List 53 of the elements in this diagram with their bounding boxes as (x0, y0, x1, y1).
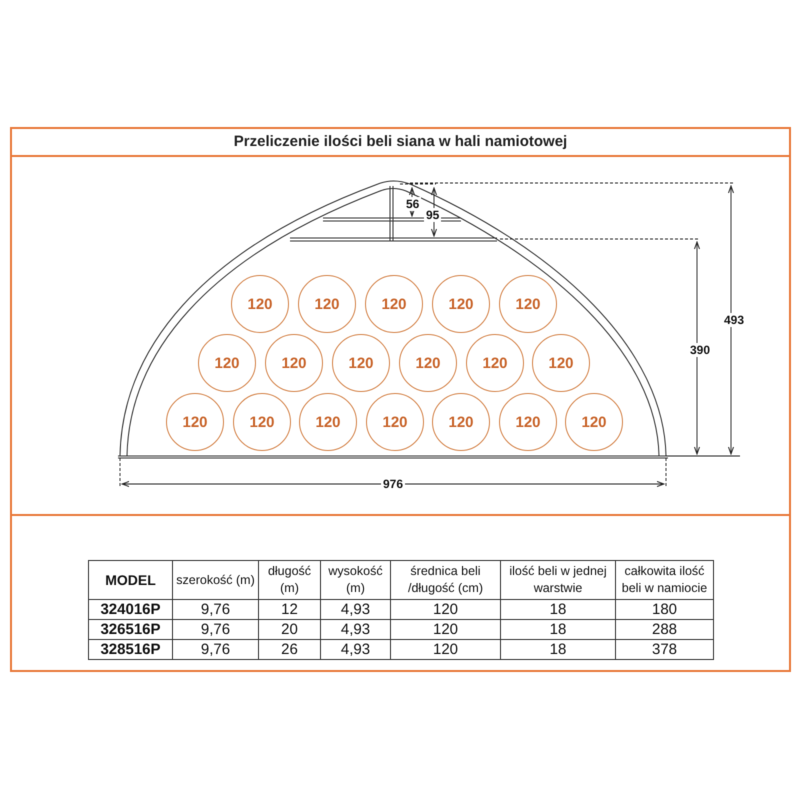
table-cell: 324016P (88, 600, 172, 620)
table-cell: 180 (616, 600, 714, 620)
table-header-cell: szerokość (m) (172, 560, 258, 600)
bale-diameter-label: 120 (448, 296, 474, 312)
bale-diameter-label: 120 (214, 354, 240, 372)
bale-diameter-label: 120 (482, 354, 508, 372)
bale-diameter-label: 120 (247, 296, 273, 312)
table-header-cell: ilość beli w jednej warstwie (500, 560, 616, 600)
bale-diameter-label: 120 (281, 354, 307, 372)
table-header-cell: całkowita ilość beli w namiocie (616, 560, 714, 600)
table-header-cell: wysokość (m) (320, 560, 390, 600)
table-cell: 18 (500, 600, 616, 620)
table-cell: 18 (500, 620, 616, 640)
table-cell: 288 (616, 620, 714, 640)
table-cell: 4,93 (320, 640, 390, 660)
dimension-label: 493 (722, 313, 746, 327)
bale-diameter-label: 120 (381, 296, 407, 312)
table-cell: 9,76 (172, 620, 258, 640)
table-header-cell: długość (m) (258, 560, 320, 600)
hay-bale-circle (499, 275, 557, 333)
table-cell: 378 (616, 640, 714, 660)
table-cell: 120 (390, 640, 500, 660)
table-cell: 326516P (88, 620, 172, 640)
table-header-cell: średnica beli /długość (cm) (390, 560, 500, 600)
bale-diameter-label: 120 (515, 414, 541, 430)
table-cell: 120 (390, 600, 500, 620)
bale-diameter-label: 120 (382, 414, 408, 430)
dimension-label: 56 (404, 197, 422, 211)
bale-diameter-label: 120 (182, 414, 208, 430)
bale-diameter-label: 120 (348, 354, 374, 372)
bale-diameter-label: 120 (548, 354, 574, 372)
table-cell: 9,76 (172, 640, 258, 660)
table-cell: 9,76 (172, 600, 258, 620)
bale-diameter-label: 120 (315, 414, 341, 430)
table-header-cell: MODEL (88, 560, 172, 600)
table-cell: 12 (258, 600, 320, 620)
dimension-label: 976 (381, 477, 406, 491)
title: Przeliczenie ilości beli siana w hali namiotowej (232, 132, 568, 152)
table-cell: 4,93 (320, 600, 390, 620)
dimension-label: 390 (688, 343, 712, 357)
table-cell: 4,93 (320, 620, 390, 640)
table-cell: 120 (390, 620, 500, 640)
bale-diameter-label: 120 (581, 414, 607, 430)
bale-diameter-label: 120 (314, 296, 340, 312)
table-cell: 328516P (88, 640, 172, 660)
bale-diameter-label: 120 (448, 414, 474, 430)
table-cell: 26 (258, 640, 320, 660)
bale-diameter-label: 120 (249, 414, 275, 430)
table-cell: 20 (258, 620, 320, 640)
bale-diameter-label: 120 (515, 296, 541, 312)
dimension-label: 95 (424, 208, 442, 222)
bale-diameter-label: 120 (415, 354, 441, 372)
table-cell: 18 (500, 640, 616, 660)
